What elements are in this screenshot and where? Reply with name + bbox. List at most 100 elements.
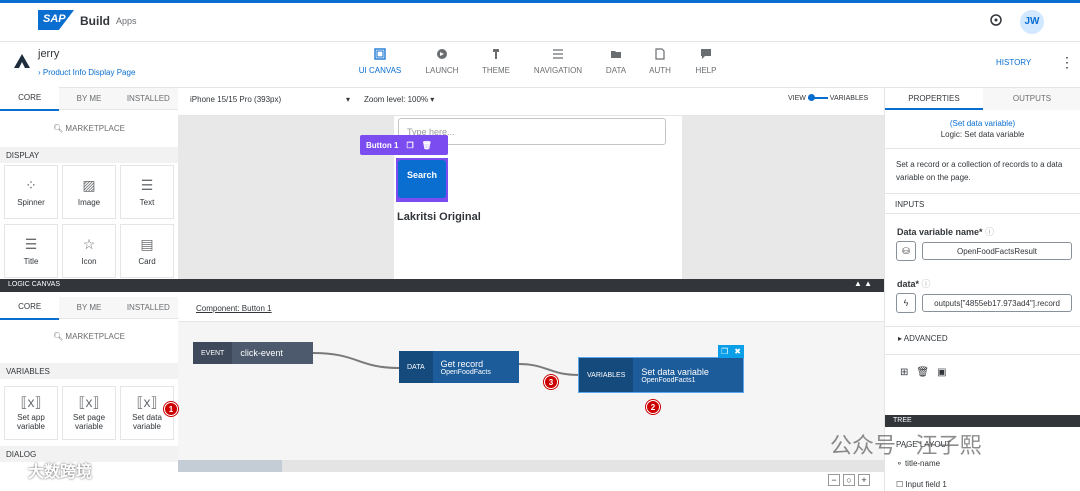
tile-set-app-variable[interactable]: ⟦x⟧Set app variable <box>4 386 58 440</box>
tile-text[interactable]: ☰Text <box>120 165 174 219</box>
add-icon[interactable]: ⊞ <box>900 367 909 378</box>
close-icon[interactable]: ✖ <box>734 347 741 356</box>
divider <box>885 354 1080 355</box>
view-variables-toggle[interactable]: VIEW VARIABLES <box>788 94 869 102</box>
button-chip[interactable]: Button 1 ❐ 🗑︎ <box>360 135 448 155</box>
watermark-right: 公众号 · 汪子熙 <box>830 433 982 458</box>
zoom-select[interactable]: Zoom level: 100% ▾ <box>364 95 435 104</box>
avatar[interactable]: JW <box>1020 10 1044 34</box>
device-select[interactable]: iPhone 15/15 Pro (393px)▾ <box>190 95 350 104</box>
logic-marketplace-button[interactable]: 🔍︎ MARKETPLACE <box>53 332 125 341</box>
field2-label: data* ⓘ <box>897 279 931 289</box>
watermark-left: 大数跨境 <box>28 464 93 481</box>
tile-icon[interactable]: ☆Icon <box>62 224 116 278</box>
preview-icon[interactable]: ▣ <box>937 367 947 378</box>
tile-card[interactable]: ▤Card <box>120 224 174 278</box>
divider <box>885 193 1080 194</box>
logic-tab-core[interactable]: CORE <box>0 295 60 320</box>
connector-lines <box>312 352 581 376</box>
canvas-footer <box>178 472 884 491</box>
history-button[interactable]: HISTORY <box>996 58 1032 67</box>
horizontal-scrollbar[interactable] <box>178 460 884 472</box>
logic-description: Set a record or a collection of records … <box>896 160 1063 182</box>
logic-header <box>178 297 884 322</box>
tab-installed[interactable]: INSTALLED <box>126 93 170 103</box>
formula-icon[interactable]: ϟ <box>896 293 916 313</box>
search-button[interactable]: Search <box>398 160 446 198</box>
logic-name: Logic: Set data variable <box>940 130 1025 139</box>
info-icon: ⓘ <box>921 279 931 289</box>
event-node[interactable]: EVENT click-event <box>193 342 313 364</box>
copy-icon[interactable]: ❐ <box>406 140 414 150</box>
shell-subtitle: Apps <box>116 16 137 26</box>
variable-icon: ⟦x⟧ <box>78 393 100 410</box>
navigation-icon <box>553 49 563 59</box>
nav-data[interactable]: DATA <box>586 48 646 75</box>
variable-icon: ⟦x⟧ <box>20 393 42 410</box>
data-source-icon[interactable]: ⛁ <box>896 241 916 261</box>
divider <box>885 326 1080 327</box>
app-name: jerry <box>38 48 60 60</box>
marketplace-button[interactable]: 🔍︎ MARKETPLACE <box>53 124 125 133</box>
divider <box>885 213 1080 214</box>
delete-icon[interactable]: 🗑︎ <box>916 367 930 378</box>
title-icon: ☰ <box>24 235 38 252</box>
tile-set-page-variable[interactable]: ⟦x⟧Set page variable <box>62 386 116 440</box>
data-field[interactable]: outputs["4855eb17.973ad4"].record <box>922 294 1072 312</box>
divider <box>885 148 1080 149</box>
search-icon: 🔍︎ <box>53 124 66 133</box>
tree-title-name[interactable]: ⚬ title-name <box>896 459 941 468</box>
section-display: DISPLAY <box>0 147 178 163</box>
advanced-toggle[interactable]: ▸ ADVANCED <box>898 334 948 343</box>
logic-tabs: CORE BY ME INSTALLED <box>0 295 178 320</box>
logic-link[interactable]: (Set data variable) <box>949 119 1016 128</box>
card-icon: ▤ <box>140 235 154 252</box>
variable-icon: ⟦x⟧ <box>136 393 158 410</box>
data-variable-name-field[interactable]: OpenFoodFactsResult <box>922 242 1072 260</box>
nav-navigation[interactable]: NAVIGATION <box>528 48 588 75</box>
tab-outputs[interactable]: OUTPUTS <box>983 88 1080 110</box>
text-icon: ☰ <box>140 176 154 193</box>
copy-icon[interactable]: ❐ <box>721 347 729 356</box>
nav-theme[interactable]: THEME <box>466 48 526 75</box>
help-icon <box>701 49 711 59</box>
zoom-out-icon[interactable]: − <box>828 474 840 486</box>
more-options-icon[interactable]: ⋮ <box>1060 54 1074 70</box>
launch-icon <box>437 49 447 59</box>
node-toolbar: ⊞ 🗑︎ ▣ <box>900 367 947 378</box>
node-actions: ❐✖ <box>718 345 744 358</box>
zoom-in-icon[interactable]: + <box>858 474 870 486</box>
nav-help[interactable]: HELP <box>676 48 736 75</box>
star-icon: ☆ <box>82 235 96 252</box>
tab-by-me[interactable]: BY ME <box>76 93 102 103</box>
inputs-header: INPUTS <box>895 200 925 209</box>
logic-tab-by-me[interactable]: BY ME <box>76 302 102 312</box>
zoom-reset-icon[interactable]: ○ <box>843 474 855 486</box>
product-title: Lakritsi Original <box>397 211 481 223</box>
tile-spinner[interactable]: ⁘Spinner <box>4 165 58 219</box>
nav-launch[interactable]: LAUNCH <box>412 48 472 75</box>
shell-title: Build <box>80 14 110 28</box>
logic-tab-installed[interactable]: INSTALLED <box>126 302 170 312</box>
tile-title[interactable]: ☰Title <box>4 224 58 278</box>
nav-auth[interactable]: AUTH <box>630 48 690 75</box>
zoom-controls: − ○ + <box>828 474 870 486</box>
tab-properties[interactable]: PROPERTIES <box>885 88 983 110</box>
info-icon: ⓘ <box>985 227 995 237</box>
notification-icon[interactable] <box>988 14 1004 28</box>
tab-core[interactable]: CORE <box>0 86 60 111</box>
tree-page-layout[interactable]: PAGE LAYOUT <box>896 440 952 449</box>
canvas-toolbar <box>178 88 884 116</box>
tree-header: TREE <box>885 415 1080 427</box>
auth-icon <box>655 48 665 60</box>
nav-ui-canvas[interactable]: UI CANVAS <box>350 48 410 75</box>
breadcrumb[interactable]: › Product Info Display Page <box>38 68 136 77</box>
expand-icon[interactable]: ▲ ▲ <box>854 279 873 288</box>
tree-input-field[interactable]: ☐ Input field 1 <box>896 480 947 489</box>
data-icon <box>611 51 621 58</box>
tile-image[interactable]: ▨Image <box>62 165 116 219</box>
component-tabs: CORE BY ME INSTALLED <box>0 86 178 111</box>
delete-icon[interactable]: 🗑︎ <box>421 140 432 150</box>
